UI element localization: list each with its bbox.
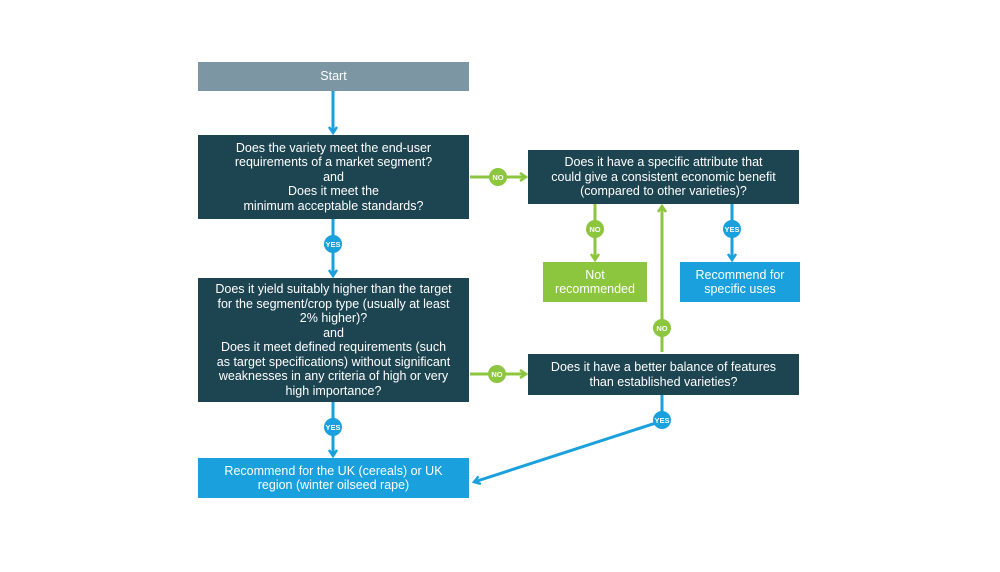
yes-badge-q1-label: YES: [325, 240, 340, 249]
not-recommended-node: Not recommended: [543, 262, 647, 302]
no-badge-q4-label: NO: [656, 324, 667, 333]
arrow-q4-to-recommend-uk-yes: [474, 395, 664, 482]
question-market-segment: Does the variety meet the end-user requi…: [198, 135, 469, 219]
yes-badge-q2-label: YES: [325, 423, 340, 432]
yes-badge-q4: [653, 411, 671, 429]
yes-badge-q4-label: YES: [654, 416, 669, 425]
yes-badge-q3-label: YES: [724, 225, 739, 234]
no-badge-q1: [489, 168, 507, 186]
no-badge-q1-label: NO: [492, 173, 503, 182]
no-badge-q3-label: NO: [589, 225, 600, 234]
question-specific-attribute: Does it have a specific attribute that c…: [528, 150, 799, 204]
start-node: Start: [198, 62, 469, 91]
yes-badge-q2: [324, 418, 342, 436]
no-badge-q4: [653, 319, 671, 337]
question-yield-requirements: Does it yield suitably higher than the t…: [198, 278, 469, 402]
recommend-uk-node: Recommend for the UK (cereals) or UK reg…: [198, 458, 469, 498]
question-balance-of-features: Does it have a better balance of feature…: [528, 354, 799, 395]
no-badge-q2-label: NO: [491, 370, 502, 379]
yes-badge-q3: [723, 220, 741, 238]
no-badge-q2: [488, 365, 506, 383]
yes-badge-q1: [324, 235, 342, 253]
no-badge-q3: [586, 220, 604, 238]
recommend-specific-uses-node: Recommend for specific uses: [680, 262, 800, 302]
